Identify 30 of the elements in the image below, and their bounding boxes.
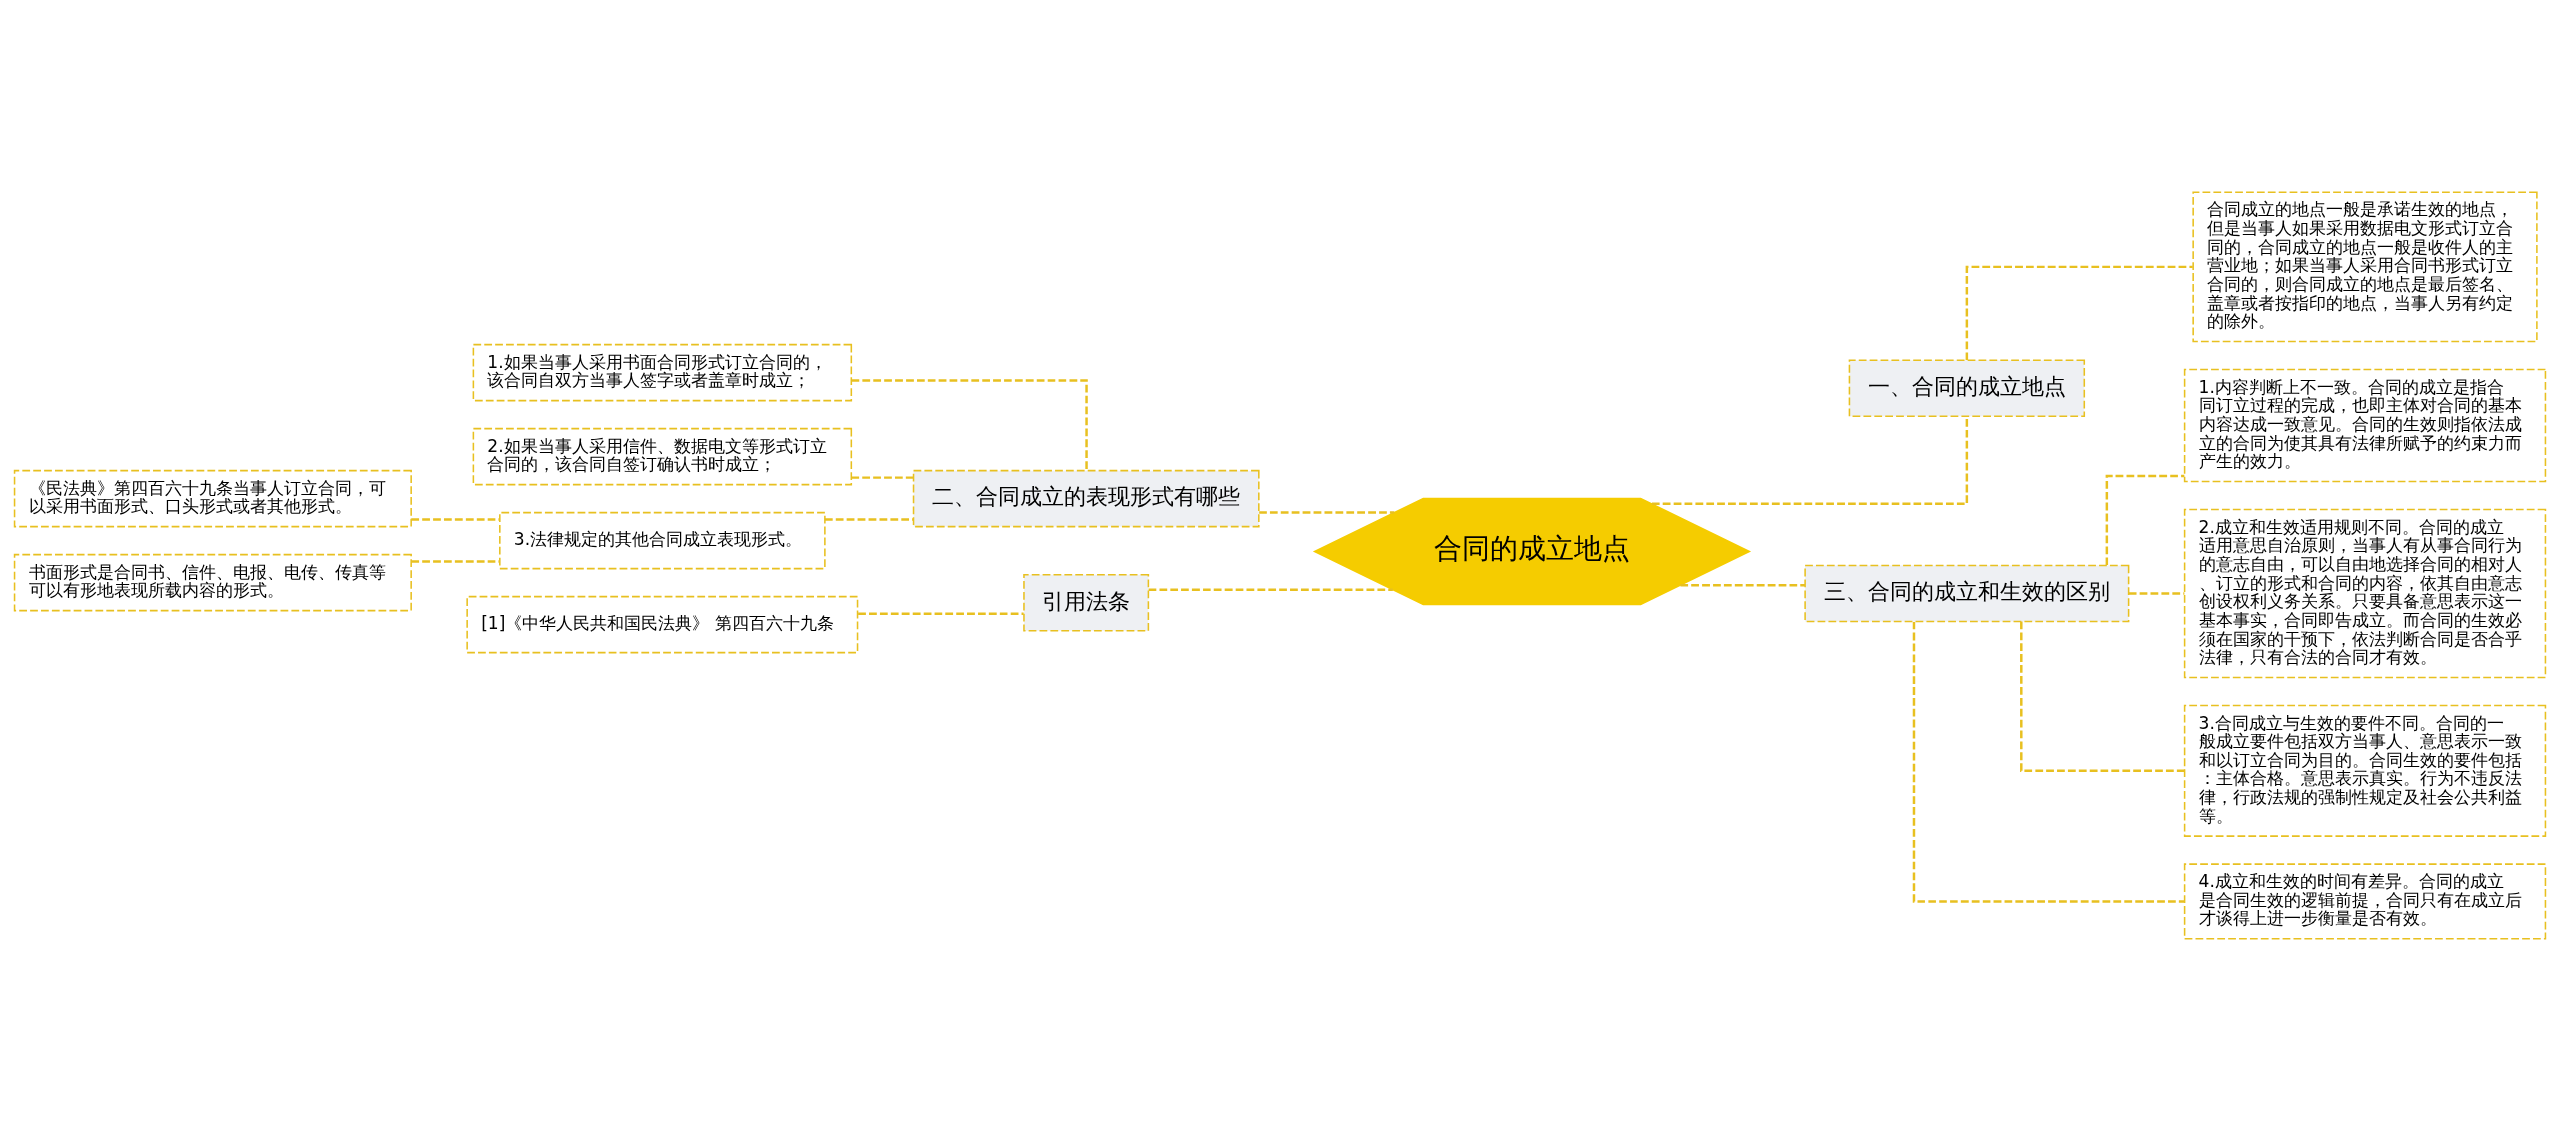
node-box: 引用法条 — [1023, 574, 1150, 632]
connector — [411, 518, 500, 521]
node-box: 2.成立和生效适用规则不同。合同的成立适用意思自治原则，当事人有从事合同行为的意志自由，可以自由地选择合同的相对人、订立的形式和合同的内容，依其自由意志创设权利义务关系。只要具备意思表示这一基本事实，合同即告成立。而合同的生效必须在国家的干预下，依法判断合同是否合乎法律，只有合法的合同才有效。 — [2183, 508, 2547, 679]
node-box: 《民法典》第四百六十九条当事人订立合同，可以采用书面形式、口头形式或者其他形式。 — [13, 469, 412, 528]
connector — [1965, 265, 2193, 361]
node-box: [1]《中华人民共和国民法典》 第四百六十九条 — [466, 595, 859, 654]
connector — [1259, 511, 1395, 514]
node-box: 3.法律规定的其他合同成立表现形式。 — [499, 511, 826, 570]
node-box: 合同成立的地点一般是承诺生效的地点，但是当事人如果采用数据电文形式订立合同的，合同成立的地点一般是收件人的主营业地；如果当事人采用合同书形式订立合同的，则合同成立的地点是最后签名、盖章或者按指印的地点，当事人另有约定的除外。 — [2192, 191, 2538, 343]
node-box: 1.内容判断上不一致。合同的成立是指合同订立过程的完成，也即主体对合同的基本内容达成一致意见。合同的生效则指依法成立的合同为使其具有法律所赋予的约束力而产生的效力。 — [2183, 368, 2547, 483]
connector — [2105, 474, 2185, 566]
node-box: 3.合同成立与生效的要件不同。合同的一般成立要件包括双方当事人、意思表示一致和以订立合同为目的。合同生效的要件包括：主体合格。意思表示真实。行为不违反法律，行政法规的强制性规定及社会公共利益等。 — [2183, 704, 2547, 837]
node-box: 二、合同成立的表现形式有哪些 — [912, 469, 1260, 528]
connector — [825, 518, 914, 521]
connector — [851, 379, 1088, 471]
connector — [2128, 592, 2185, 595]
node-box: 一、合同的成立地点 — [1848, 359, 2086, 417]
node-box: 三、合同的成立和生效的区别 — [1804, 564, 2130, 623]
connector — [1912, 621, 2185, 903]
node-box: 书面形式是合同书、信件、电报、电传、传真等可以有形地表现所载内容的形式。 — [13, 553, 412, 612]
connector — [1680, 583, 1805, 587]
connector — [858, 612, 1024, 615]
node-box: 4.成立和生效的时间有差异。合同的成立是合同生效的逻辑前提，合同只有在成立后才谈得上进一步衡量是否有效。 — [2183, 863, 2547, 940]
node-box: 1.如果当事人采用书面合同形式订立合同的，该合同自双方当事人签字或者盖章时成立； — [472, 343, 853, 402]
node-box: 2.如果当事人采用信件、数据电文等形式订立合同的，该合同自签订确认书时成立； — [472, 427, 853, 486]
connector — [851, 476, 913, 479]
connector — [1148, 588, 1393, 592]
connector — [2020, 621, 2185, 773]
connector — [411, 560, 500, 563]
connector — [1651, 416, 1969, 506]
